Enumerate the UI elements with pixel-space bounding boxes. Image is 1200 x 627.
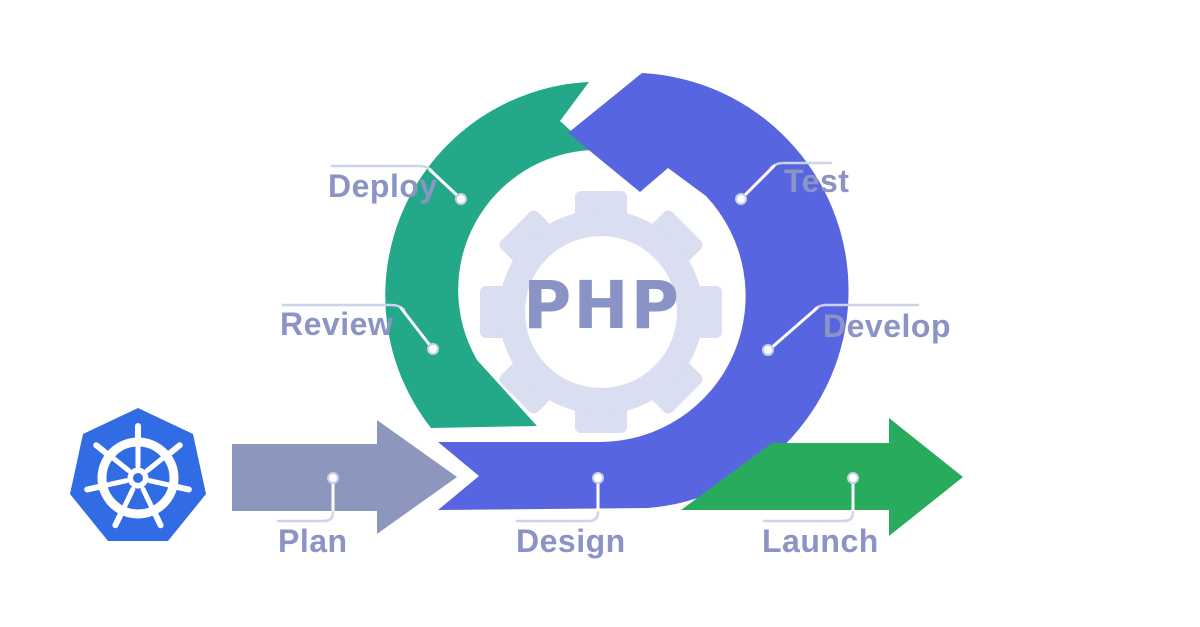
stage-label-launch: Launch — [762, 523, 879, 559]
stage-label-develop: Develop — [823, 308, 951, 344]
stage-label-design: Design — [516, 523, 626, 559]
review-callout-pointer — [399, 306, 434, 350]
stage-label-plan: Plan — [278, 523, 348, 559]
develop-callout-dot — [762, 344, 774, 356]
blue-cycle-arrow — [438, 73, 849, 510]
stage-label-test: Test — [784, 163, 849, 199]
launch-callout-line — [762, 506, 855, 523]
stage-label-review: Review — [280, 306, 393, 342]
stage-labels: Deploy Test Review Develop Plan Design L… — [278, 163, 951, 559]
develop-callout-pointer — [768, 306, 819, 351]
kubernetes-icon — [70, 408, 206, 541]
teal-cycle-arc — [385, 82, 592, 428]
plan-arrow — [232, 420, 457, 534]
launch-callout-dot — [847, 472, 859, 484]
design-callout-dot — [592, 472, 604, 484]
callout-dots — [327, 193, 859, 484]
design-callout-line — [515, 506, 600, 523]
test-callout-pointer — [740, 164, 776, 200]
callout-lines-over-color — [331, 164, 855, 512]
kubernetes-helm-wheel — [84, 423, 192, 529]
launch-arrow — [681, 418, 963, 536]
deploy-callout-dot — [455, 193, 467, 205]
deploy-callout-pointer — [428, 168, 462, 200]
plan-callout-line — [276, 506, 335, 523]
gear-icon: PHP — [480, 191, 722, 433]
stage-label-deploy: Deploy — [328, 168, 438, 204]
test-callout-dot — [735, 193, 747, 205]
php-center-label: PHP — [523, 267, 681, 344]
review-callout-dot — [427, 343, 439, 355]
plan-callout-dot — [327, 472, 339, 484]
